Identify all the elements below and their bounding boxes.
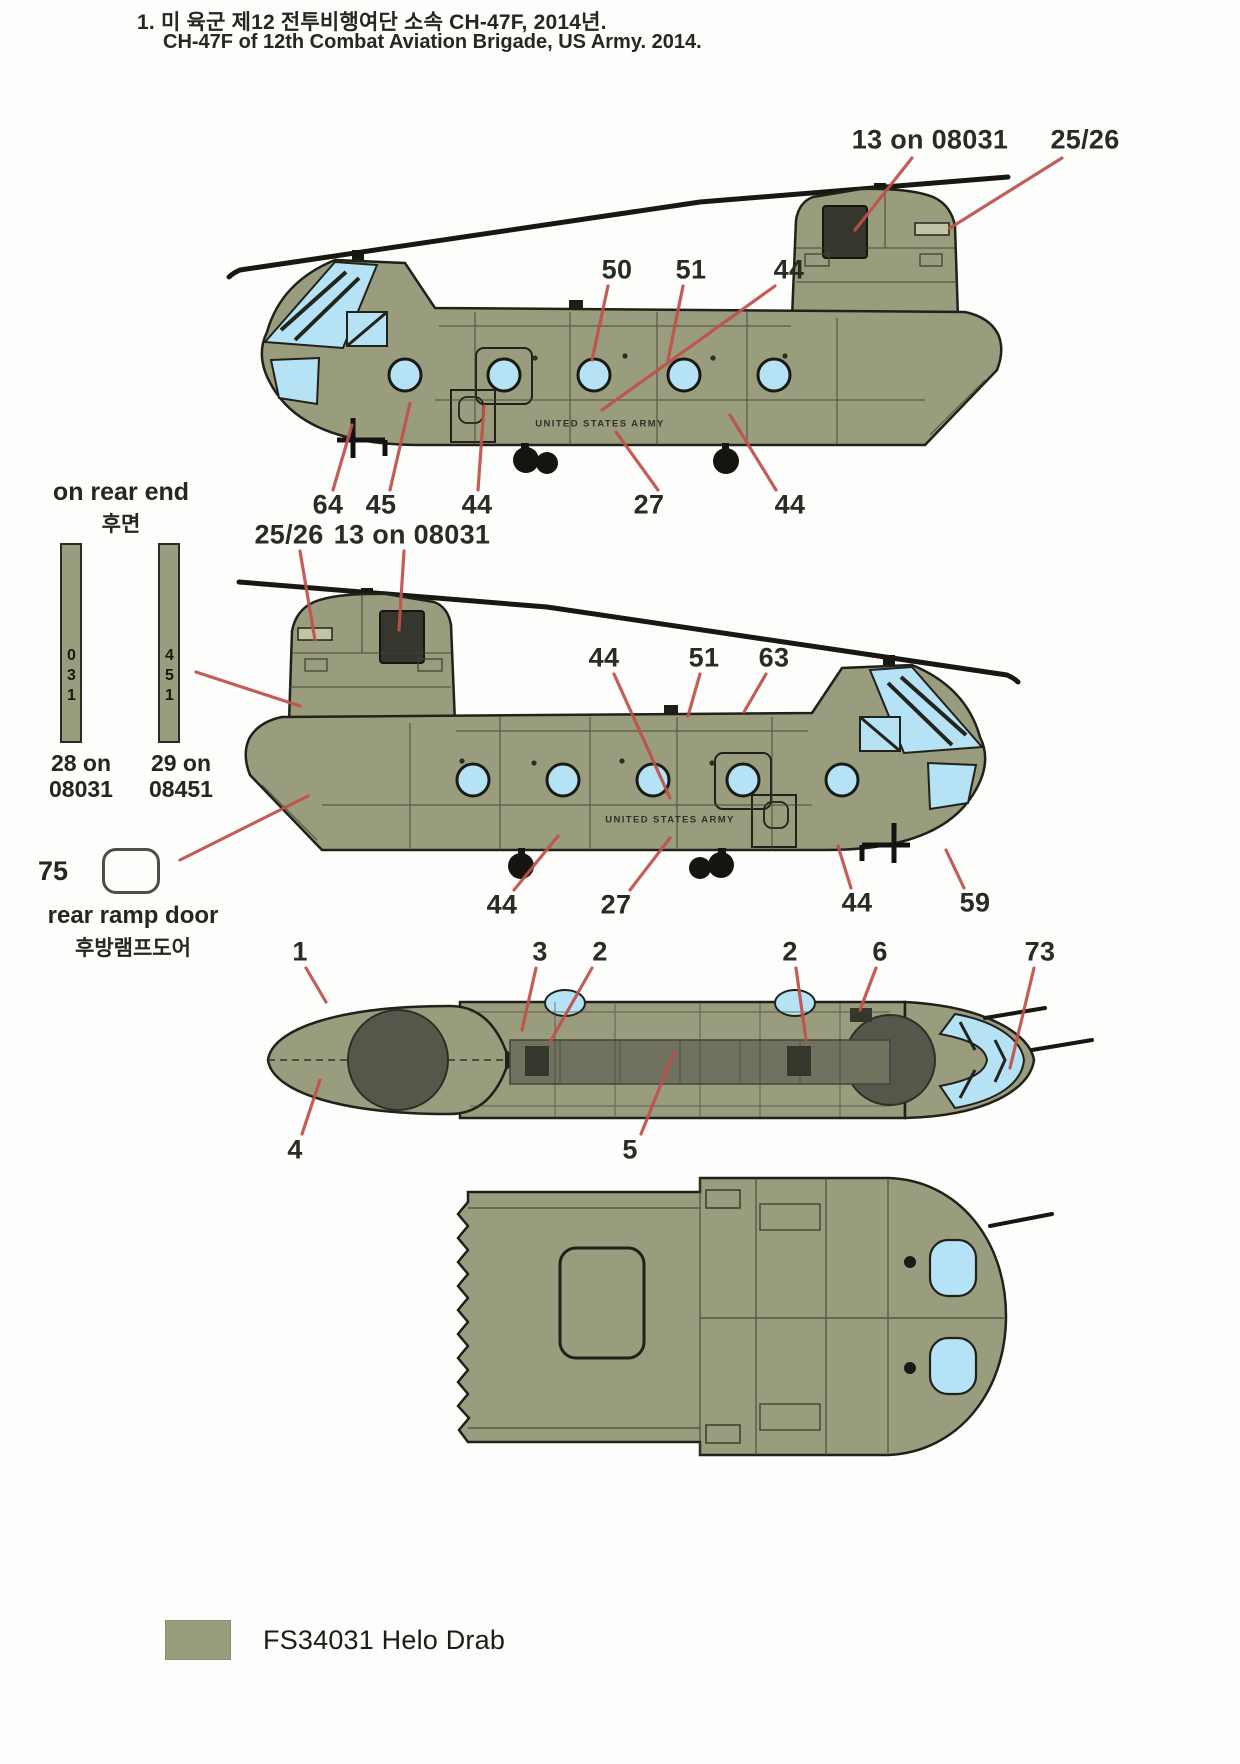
- decal-strip-031: 031: [60, 543, 82, 743]
- leader-line: [858, 966, 878, 1012]
- hatch-dark: [787, 1046, 811, 1076]
- leader-line: [600, 284, 777, 412]
- leader-line: [948, 156, 1064, 230]
- nose-fitting: [904, 1256, 916, 1268]
- color-swatch-helo-drab: [165, 1620, 231, 1660]
- leader-line: [397, 549, 406, 632]
- decal-strip-digits: 451: [161, 647, 178, 707]
- ramp-door-icon: [102, 848, 160, 894]
- color-legend: FS34031 Helo Drab: [165, 1620, 505, 1660]
- detail-rect: [705, 1189, 741, 1209]
- strip-label-line: 28 on: [50, 750, 112, 776]
- title-english: CH-47F of 12th Combat Aviation Brigade, …: [163, 31, 702, 53]
- leader-line: [304, 966, 328, 1004]
- hatch-dark: [525, 1046, 549, 1076]
- leader-line: [686, 672, 702, 718]
- strip-label-line: 08031: [49, 776, 113, 803]
- bottom-view: [456, 1176, 1054, 1457]
- title-korean: 1. 미 육군 제12 전투비행여단 소속 CH-47F, 2014년.: [137, 11, 607, 34]
- leader-line: [300, 1078, 322, 1136]
- top-view: [266, 989, 1094, 1120]
- bottom-panel-lines: [468, 1178, 1004, 1455]
- nose-fitting: [904, 1362, 916, 1374]
- fuselage-marking-top-view1: UNITED STATES ARMY: [535, 418, 665, 430]
- leader-line: [298, 549, 317, 642]
- leader-line: [512, 834, 560, 892]
- leader-line: [476, 404, 486, 492]
- ramp-door-number: 75: [38, 856, 69, 886]
- rear-ramp-door-outline: [558, 1246, 646, 1360]
- glazing-frames: [958, 1021, 1007, 1099]
- leader-line: [1008, 966, 1036, 1070]
- leader-line: [614, 430, 660, 492]
- rear-end-note-en: on rear end: [52, 478, 190, 506]
- blade-tip: [988, 1212, 1054, 1228]
- ramp-door-label-ko: 후방램프도어: [75, 937, 191, 960]
- leader-line: [520, 966, 538, 1032]
- ramp-door-label-en: rear ramp door: [47, 902, 219, 929]
- ramp-door-label: rear ramp door 후방램프도어: [22, 902, 244, 962]
- nose-glazing: [928, 1336, 978, 1396]
- rear-end-note: on rear end 후면: [36, 478, 206, 538]
- detail-rect: [705, 1424, 741, 1444]
- color-legend-label: FS34031 Helo Drab: [263, 1624, 506, 1655]
- leader-line: [853, 156, 914, 232]
- leader-line: [639, 1050, 676, 1136]
- decal-strip-451: 451: [158, 543, 180, 743]
- detail-rect: [759, 1203, 821, 1231]
- top-panel-lines: [470, 1002, 890, 1118]
- rear-rotor-disc: [347, 1009, 449, 1111]
- leader-line: [331, 423, 354, 492]
- leader-line: [794, 966, 808, 1042]
- strip-label-29: 29 on 08451: [126, 750, 236, 803]
- detail-rect: [759, 1403, 821, 1431]
- walkway-lines: [559, 1040, 801, 1084]
- strip-label-line: 08451: [149, 776, 213, 803]
- strip-label-line: 29 on: [150, 750, 212, 776]
- leader-line: [836, 844, 853, 890]
- leader-line: [628, 836, 672, 892]
- escape-hatch-dome: [774, 989, 816, 1017]
- decal-strip-digits: 031: [63, 647, 80, 707]
- strip-label-28: 28 on 08031: [26, 750, 136, 803]
- leader-line: [194, 670, 302, 708]
- fuselage-marking-view2: UNITED STATES ARMY: [605, 814, 735, 826]
- blade-tips: [983, 1006, 1094, 1052]
- leader-line: [728, 413, 778, 492]
- nose-glazing: [928, 1238, 978, 1298]
- leader-line: [388, 401, 412, 492]
- leader-line: [590, 284, 610, 362]
- leader-line: [612, 672, 672, 800]
- rear-end-note-ko: 후면: [101, 513, 141, 536]
- leader-line: [742, 672, 768, 714]
- leader-line: [548, 966, 594, 1044]
- leader-line: [944, 848, 966, 890]
- leader-line: [666, 284, 685, 362]
- leader-line: [178, 794, 310, 862]
